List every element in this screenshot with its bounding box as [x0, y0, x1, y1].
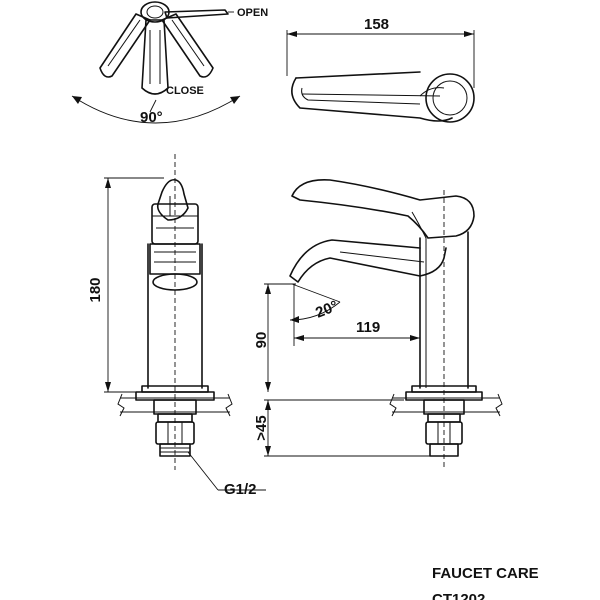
dim-height: 180: [87, 277, 104, 302]
dim-install-thickness: >45: [253, 415, 270, 440]
open-label: OPEN: [237, 7, 268, 19]
handle-rotation-view: [71, 1, 241, 124]
plan-view: [286, 30, 475, 123]
thread-label: G1/2: [224, 481, 257, 498]
front-view: [104, 154, 266, 491]
model-number: CT1202: [432, 591, 485, 600]
dim-spout-height: 90: [253, 332, 270, 349]
rotation-angle-label: 90°: [140, 109, 163, 126]
dim-spout-reach: 119: [356, 319, 380, 336]
close-label: CLOSE: [166, 85, 204, 97]
dim-length: 158: [364, 16, 389, 33]
brand-name: FAUCET CARE: [432, 565, 539, 582]
side-view: [264, 179, 503, 470]
